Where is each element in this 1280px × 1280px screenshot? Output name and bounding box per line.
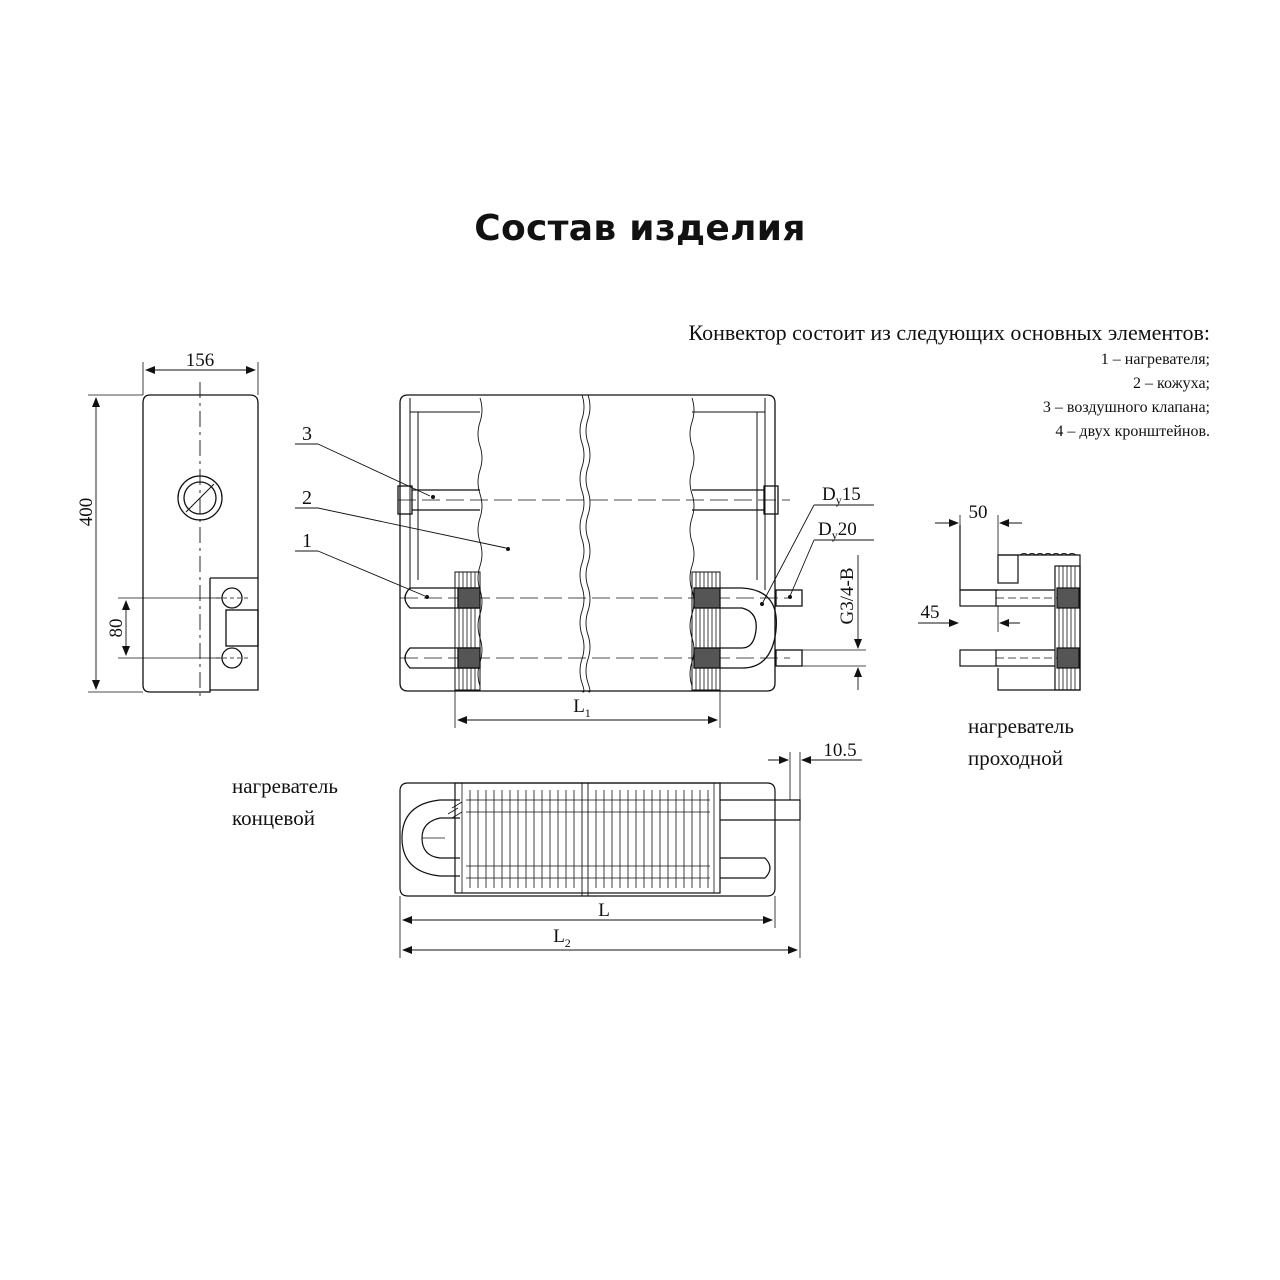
dim-depth-pass: 50 (969, 502, 988, 523)
callout-1: 1 (302, 530, 312, 552)
dim-pipe-spacing: 80 (106, 619, 127, 638)
dim-thread: G3/4-B (837, 568, 858, 625)
dim-l: L (598, 900, 610, 921)
callout-dot-3 (431, 495, 435, 499)
dim-l1: L1 (573, 696, 591, 720)
side-view (88, 362, 259, 700)
caption-end-heater-1: нагреватель (232, 774, 338, 798)
caption-pass-heater-1: нагреватель (968, 714, 1074, 738)
dim-dn15: Dу15 (822, 484, 861, 507)
pass-heater-view (918, 515, 1081, 691)
dim-width-side: 156 (186, 350, 215, 371)
composition-intro: Конвектор состоит из следующих основных … (688, 320, 1210, 345)
callout-dot-2 (506, 547, 510, 551)
front-view (295, 394, 874, 728)
dim-flange: 10.5 (823, 740, 856, 761)
callout-2: 2 (302, 487, 312, 509)
caption-pass-heater-2: проходной (968, 746, 1063, 770)
end-heater-view (399, 752, 862, 958)
callout-dot-dn15 (760, 602, 764, 606)
composition-item-2: 2 – кожуха; (1133, 375, 1210, 392)
composition-item-3: 3 – воздушного клапана; (1042, 399, 1210, 416)
page-title: Состав изделия (474, 208, 806, 249)
callout-dot-dn20 (788, 595, 792, 599)
caption-end-heater-2: концевой (232, 806, 315, 830)
dim-height-side: 400 (76, 498, 97, 527)
composition-item-4: 4 – двух кронштейнов. (1055, 423, 1210, 440)
composition-list: Конвектор состоит из следующих основных … (688, 318, 1210, 444)
composition-item-1: 1 – нагревателя; (1100, 351, 1210, 368)
dim-l2: L2 (553, 926, 571, 950)
dim-offset-pass: 45 (921, 602, 940, 623)
dim-dn20: Dу20 (818, 519, 857, 542)
callout-dot-1 (425, 595, 429, 599)
callout-3: 3 (302, 423, 312, 445)
